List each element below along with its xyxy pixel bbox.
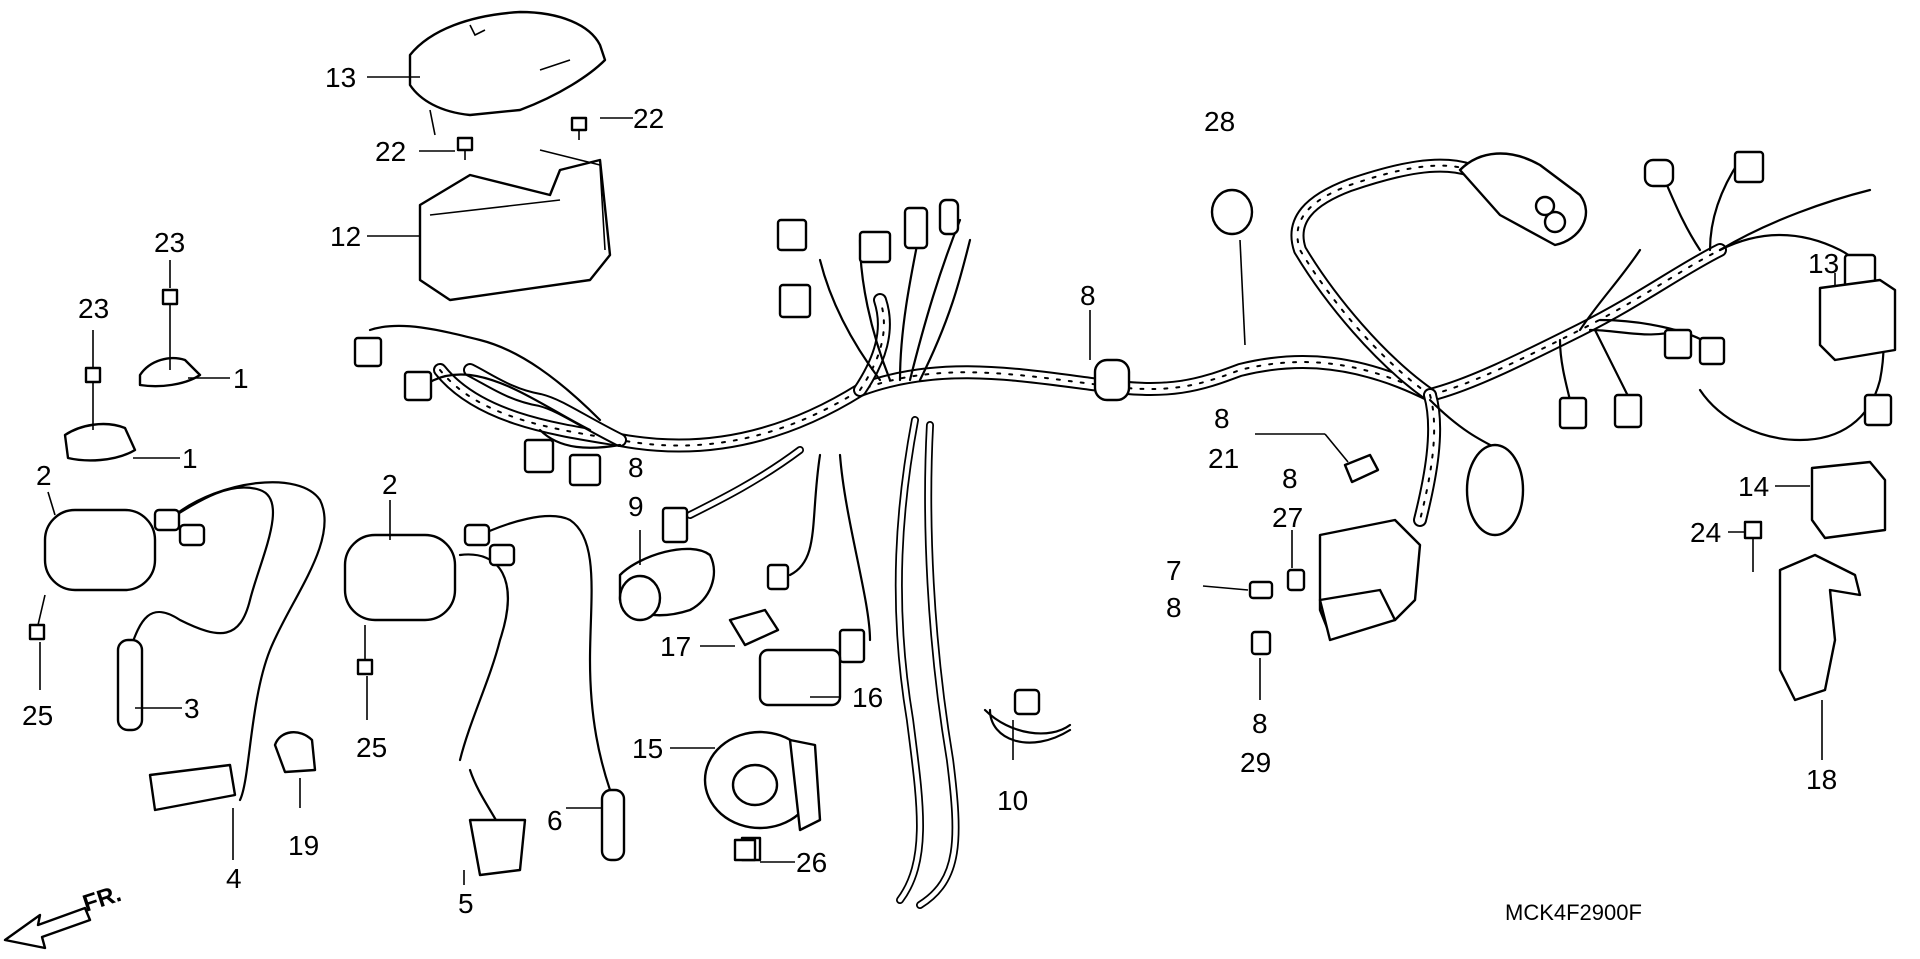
harness-connectors xyxy=(353,150,1893,664)
callout-16: 16 xyxy=(852,682,883,713)
callout-25-b: 25 xyxy=(356,732,387,763)
callout-8-a: 8 xyxy=(628,452,644,483)
callout-14: 14 xyxy=(1738,471,1769,502)
part-21-clip xyxy=(1343,453,1380,484)
part-3-4-plug-cords xyxy=(116,481,326,812)
part-13-unit xyxy=(1818,278,1897,362)
callout-2-b: 2 xyxy=(382,469,398,500)
part-10-band xyxy=(983,688,1072,744)
part-16-17-relays xyxy=(728,608,842,707)
part-1-clamps xyxy=(63,356,202,462)
callout-26: 26 xyxy=(796,847,827,878)
callout-19: 19 xyxy=(288,830,319,861)
front-direction-indicator: FR. xyxy=(3,880,125,950)
callout-8-d: 8 xyxy=(1282,463,1298,494)
callout-3: 3 xyxy=(184,693,200,724)
callout-labels: 13 12 22 22 23 23 1 1 2 2 3 4 19 25 25 5… xyxy=(22,62,1839,919)
callout-2-a: 2 xyxy=(36,460,52,491)
part-26-bolt xyxy=(733,838,757,862)
diagram-code: MCK4F2900F xyxy=(1505,900,1642,925)
front-label: FR. xyxy=(80,880,125,918)
part-22-screws xyxy=(456,116,588,160)
part-19-holder xyxy=(273,731,317,774)
callout-17: 17 xyxy=(660,631,691,662)
callout-25-a: 25 xyxy=(22,700,53,731)
callout-7: 7 xyxy=(1166,555,1182,586)
callout-18: 18 xyxy=(1806,764,1837,795)
callout-22-b: 22 xyxy=(375,136,406,167)
part-12-cover xyxy=(408,10,607,136)
part-28-clip xyxy=(1210,188,1254,346)
callout-23-a: 23 xyxy=(154,227,185,258)
callout-8-b: 8 xyxy=(1080,280,1096,311)
callout-11: 12 xyxy=(330,221,361,252)
part-25-bolts xyxy=(28,594,374,676)
part-15-horn xyxy=(703,730,822,862)
callout-28: 28 xyxy=(1204,106,1235,137)
callout-9: 9 xyxy=(628,491,644,522)
callout-6: 6 xyxy=(547,805,563,836)
callout-22-a: 22 xyxy=(633,103,664,134)
part-24-bolt xyxy=(1743,520,1763,572)
starter-relay xyxy=(1458,152,1587,247)
callout-4: 4 xyxy=(226,863,242,894)
callout-1-b: 1 xyxy=(182,443,198,474)
part-11-box xyxy=(418,149,612,302)
callout-10: 10 xyxy=(997,785,1028,816)
callout-27: 27 xyxy=(1272,502,1303,533)
callout-13: 13 xyxy=(1808,248,1839,279)
callout-5: 5 xyxy=(458,888,474,919)
callout-8-c: 8 xyxy=(1214,403,1230,434)
callout-8-f: 8 xyxy=(1252,708,1268,739)
part-5-6-plug-cords xyxy=(458,514,626,877)
leader-lines xyxy=(39,76,1836,885)
callout-12: 13 xyxy=(325,62,356,93)
callout-15: 15 xyxy=(632,733,663,764)
callout-23-b: 23 xyxy=(78,293,109,324)
fuse-box xyxy=(1318,443,1525,642)
part-23-bolts xyxy=(84,288,179,430)
callout-21: 21 xyxy=(1208,443,1239,474)
callout-24: 24 xyxy=(1690,517,1721,548)
callout-29: 29 xyxy=(1240,747,1271,778)
part-7-27-29-fuses xyxy=(1248,568,1306,656)
part-14-unit xyxy=(1810,460,1887,540)
part-2-ignition-coils xyxy=(43,508,457,622)
callout-8-e: 8 xyxy=(1166,592,1182,623)
callout-1-a: 1 xyxy=(233,363,249,394)
part-18-bracket xyxy=(1778,553,1862,702)
part-9-boot xyxy=(618,547,716,622)
